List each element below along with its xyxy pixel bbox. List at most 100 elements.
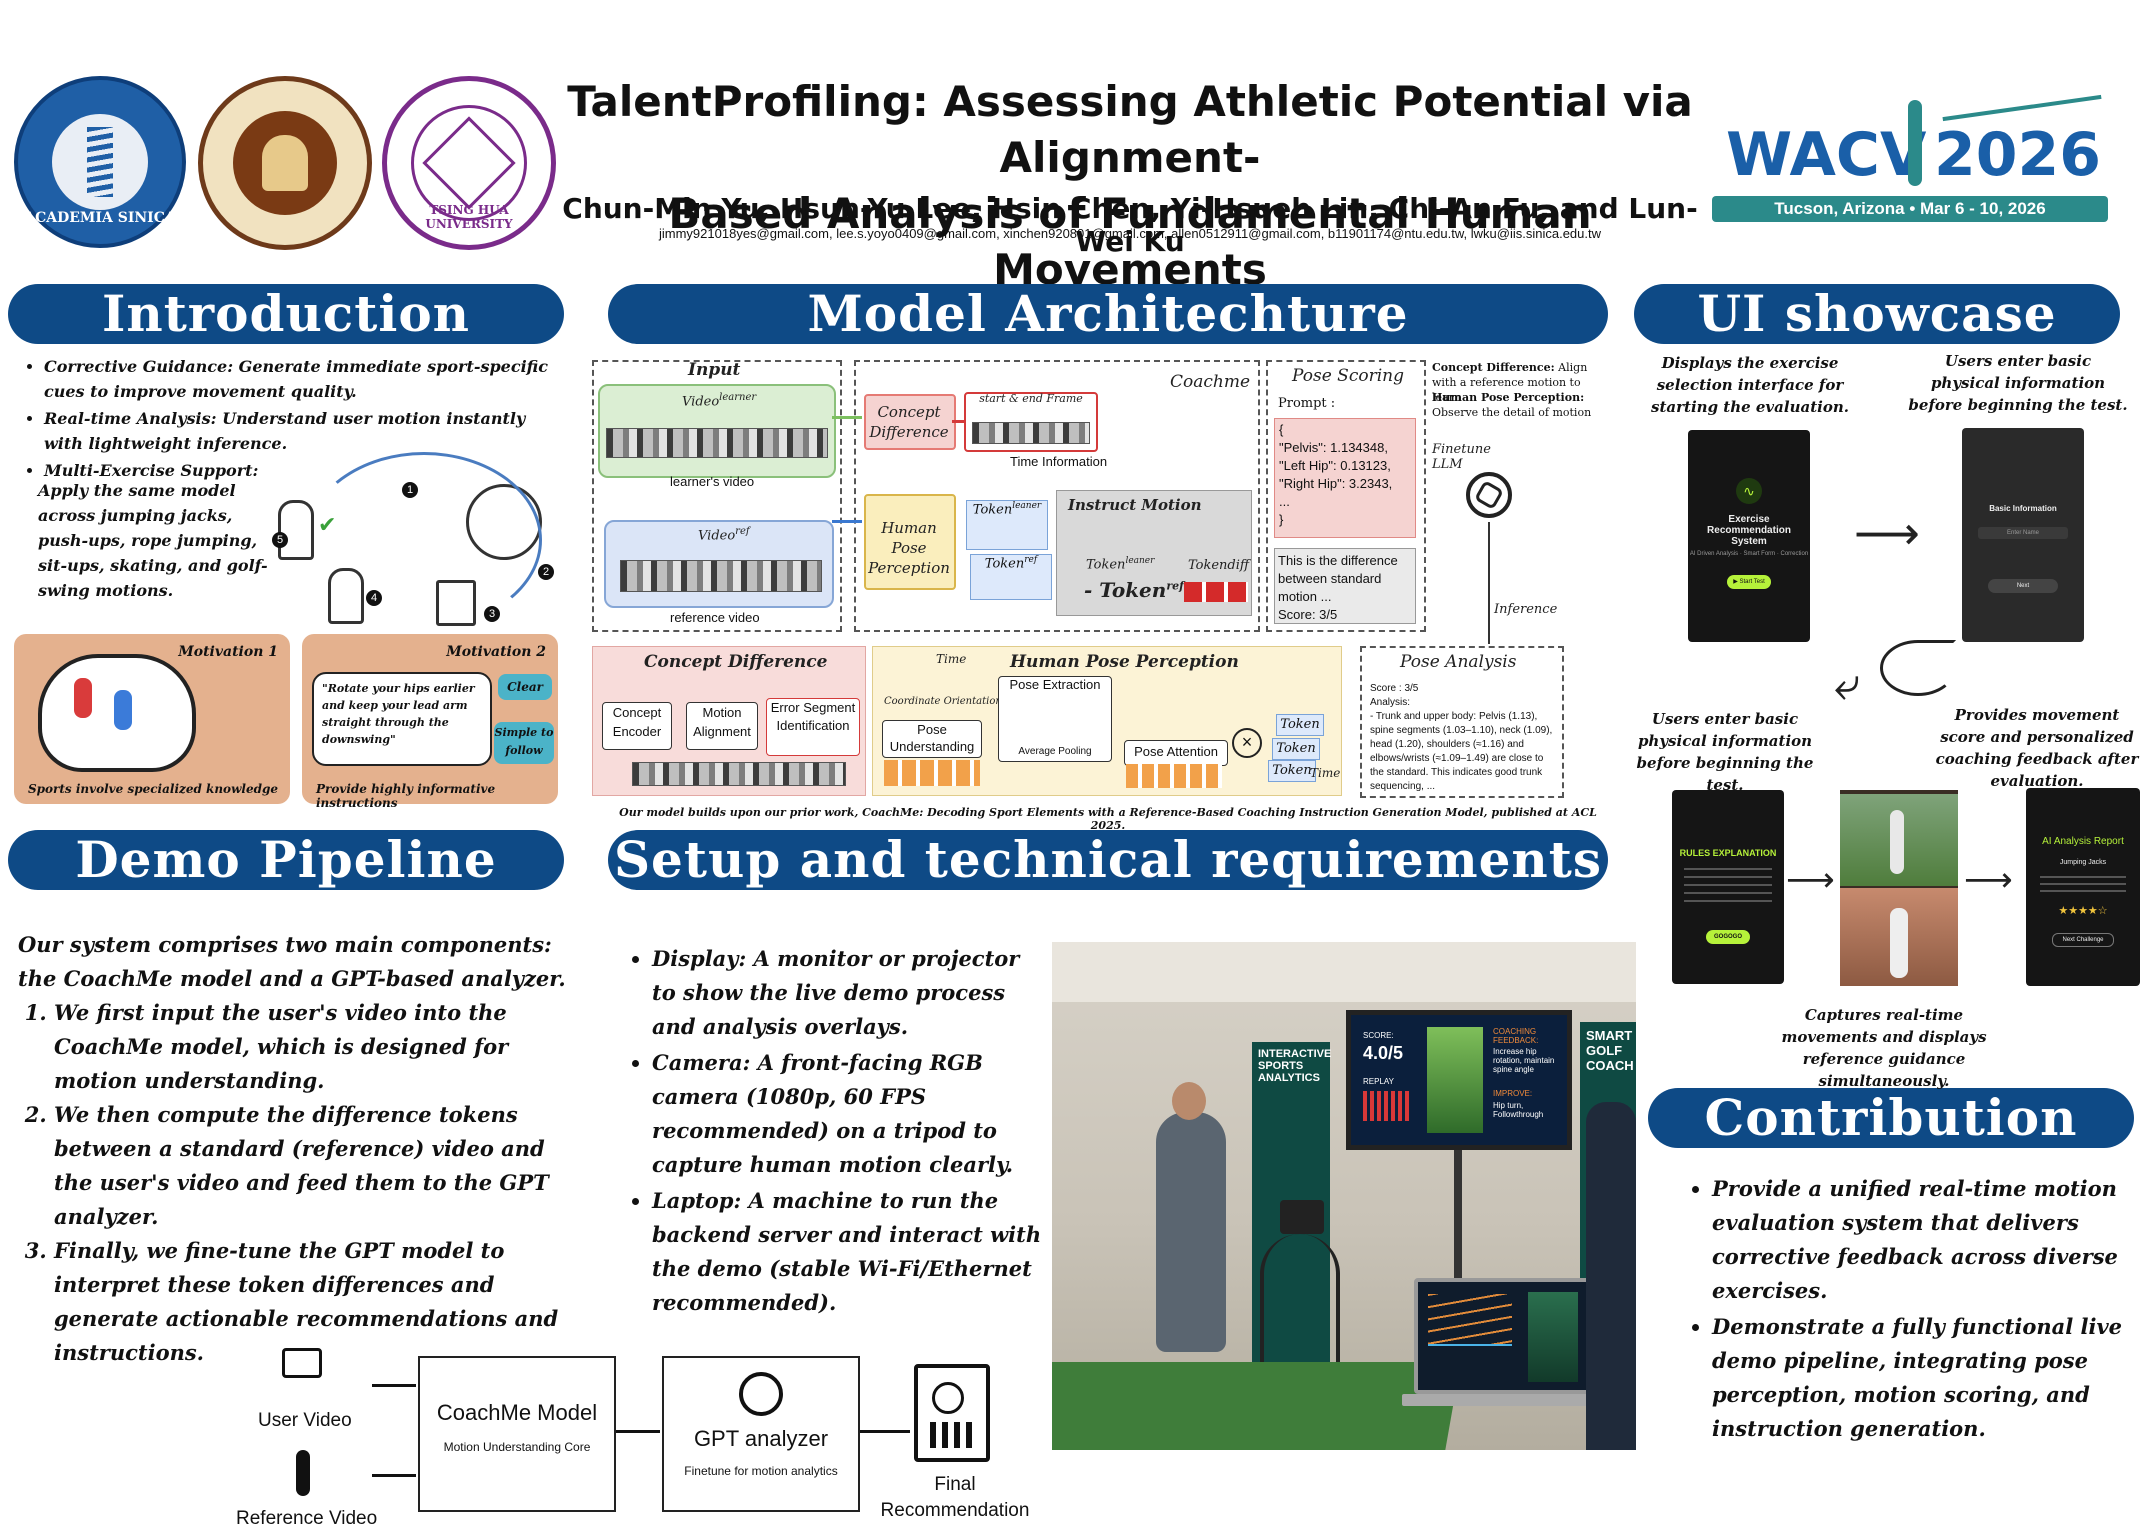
tag-clear: Clear <box>498 674 552 700</box>
flow-arrow-left: ⤶ <box>1834 656 1860 710</box>
cycle-step-5: 5 <box>272 532 288 548</box>
pose-attention-box: Pose Attention <box>1124 740 1228 766</box>
learner-video-frames <box>606 428 828 458</box>
phone-basic-info: Basic Information Enter Name Next <box>1962 428 2084 642</box>
gogogo-button[interactable]: GOGOGO <box>1706 930 1750 944</box>
contribution-list: Provide a unified real-time motion evalu… <box>1690 1172 2130 1448</box>
camera-tripod <box>1280 1200 1324 1234</box>
ui-caption-3: Users enter basic physical information b… <box>1636 710 1814 794</box>
person-right <box>1586 1102 1636 1450</box>
phone-rules: RULES EXPLANATION GOGOGO <box>1672 790 1784 984</box>
coachme-model-title: CoachMe Model <box>436 1400 598 1425</box>
minus-token-ref: - Tokenref <box>1084 578 1184 602</box>
intro-bullet: Multi-Exercise Support: <box>44 458 558 483</box>
motivation-1-title: Motivation 1 <box>178 644 278 660</box>
video-learner-label: Videolearner <box>682 392 757 410</box>
seal-icon <box>422 116 516 210</box>
ui-caption-2: Users enter basic physical information b… <box>1908 352 2128 414</box>
setup-banner: Setup and technical requirements <box>608 830 1608 890</box>
demo-step: We first input the user's video into the… <box>54 996 574 1098</box>
multiply-icon: × <box>1232 728 1262 758</box>
token-learner-2: Tokenleaner <box>1086 556 1155 573</box>
pipeline-arrow <box>616 1430 660 1433</box>
instruct-motion-label: Instruct Motion <box>1068 496 1202 514</box>
motivation-2-title: Motivation 2 <box>446 644 546 660</box>
academia-sinica-logo: ACADEMIA SINICA <box>14 76 186 248</box>
phone2-title: Basic Information <box>1989 504 2057 513</box>
pose-understanding-box: Pose Understanding <box>882 720 982 758</box>
time-top-label: Time <box>936 652 967 666</box>
intro-bullet: Corrective Guidance: Generate immediate … <box>44 354 558 404</box>
demo-pipeline-banner: Demo Pipeline <box>8 830 564 890</box>
phone3-title: RULES EXPLANATION <box>1679 848 1777 858</box>
screen-bars <box>1363 1091 1411 1121</box>
phone1-subtitle: AI Driven Analysis · Smart Form · Correc… <box>1689 551 1809 557</box>
athlete-icon <box>74 678 92 718</box>
golfer-head <box>1172 1082 1206 1120</box>
difference-text-box: This is the difference between standard … <box>1274 548 1416 624</box>
learner-video-box: Videolearner <box>598 384 836 478</box>
pose-extraction-box: Pose Extraction Average Pooling <box>998 676 1112 762</box>
gpt-analyzer-box: GPT analyzer Finetune for motion analyti… <box>662 1356 860 1512</box>
pose-attention-cells <box>1126 764 1222 788</box>
flow-arrow-right: ⟶ <box>1964 860 2013 900</box>
cycle-step-3: 3 <box>484 606 500 622</box>
gpt-analyzer-title: GPT analyzer <box>693 1426 829 1451</box>
motivation-2-caption: Provide highly informative instructions <box>316 782 496 810</box>
demo-pipeline-text: Our system comprises two main components… <box>18 928 574 1370</box>
screen-feedback: Increase hip rotation, maintain spine an… <box>1493 1047 1555 1074</box>
screen-improve: Hip turn, Followthrough <box>1493 1101 1544 1119</box>
poster-title: TalentProfiling: Assessing Athletic Pote… <box>550 74 1710 298</box>
video-ref-label: Videoref <box>698 526 750 544</box>
input-label: Input <box>688 360 741 380</box>
flow-arrow <box>832 416 862 419</box>
coordinate-orientation-label: Coordinate Orientation <box>884 696 1002 707</box>
screen-improve-title: IMPROVE: <box>1493 1089 1533 1098</box>
demo-step: Finally, we fine-tune the GPT model to i… <box>54 1234 574 1370</box>
pose-analysis-title: Pose Analysis <box>1400 652 1517 672</box>
heartbeat-icon: ∿ <box>1736 478 1762 504</box>
pose-extraction-label: Pose Extraction <box>1009 677 1101 692</box>
pose-scoring-panel <box>1266 360 1426 632</box>
pipeline-arrow <box>860 1430 910 1433</box>
flow-arrow <box>832 520 862 523</box>
token-stack-1: Token <box>1276 714 1324 736</box>
token-stack-2: Token <box>1272 738 1320 760</box>
average-pooling-label: Average Pooling <box>1018 746 1092 757</box>
flow-arrow <box>952 420 964 423</box>
inference-label: Inference <box>1494 602 1558 617</box>
time-bottom-label: Time <box>1310 766 1341 780</box>
title-line-2: Based Analysis of Fundamental Human Move… <box>668 189 1592 294</box>
setup-item: Display: A monitor or projector to show … <box>652 942 1050 1044</box>
prompt-line: } <box>1279 512 1284 527</box>
score-text: Score: 3/5 <box>1278 607 1338 622</box>
prompt-line: { <box>1279 422 1284 437</box>
multi-exercise-detail: Apply the same model across jumping jack… <box>38 481 268 600</box>
gpt-analyzer-subtitle: Finetune for motion analytics <box>684 1464 838 1478</box>
name-input[interactable]: Enter Name <box>1978 527 2068 539</box>
start-test-button[interactable]: ▶ Start Test <box>1727 575 1771 589</box>
next-challenge-button[interactable]: Next Challenge <box>2052 933 2114 947</box>
pose-analysis-score: Score : 3/5 <box>1370 683 1419 694</box>
error-segment-box: Error Segment Identification <box>766 698 860 756</box>
pose-understanding-cells <box>884 760 980 786</box>
dna-icon <box>87 127 113 197</box>
model-architecture-banner: Model Architechture <box>608 284 1608 344</box>
pose-analysis-body: - Trunk and upper body: Pelvis (1.13), s… <box>1370 711 1553 792</box>
difference-text: This is the difference between standard … <box>1278 553 1398 604</box>
coachme-model-subtitle: Motion Understanding Core <box>443 1440 591 1454</box>
user-video-label: User Video <box>258 1410 352 1431</box>
next-button[interactable]: Next <box>1988 579 2058 593</box>
concept-difference-box <box>864 394 956 450</box>
large-display-screen: SCORE: 4.0/5 REPLAY COACHING FEEDBACK: I… <box>1346 1010 1572 1150</box>
demo-intro: Our system comprises two main components… <box>18 932 566 991</box>
tokendiff-label: Tokendiff <box>1188 558 1250 573</box>
cycle-arrow <box>306 452 542 628</box>
demo-step: We then compute the difference tokens be… <box>54 1098 574 1234</box>
phone-analysis-report: AI Analysis Report Jumping Jacks ★★★★☆ N… <box>2026 788 2140 986</box>
final-recommendation-label: Final Recommendation <box>880 1474 1030 1521</box>
intro-bullet: Real-time Analysis: Understand user moti… <box>44 406 558 456</box>
introduction-bullets: Corrective Guidance: Generate immediate … <box>22 354 558 485</box>
curly-arrow <box>1880 640 1956 696</box>
wacv-logo: WACV 2026 Tucson, Arizona • Mar 6 - 10, … <box>1712 94 2122 226</box>
